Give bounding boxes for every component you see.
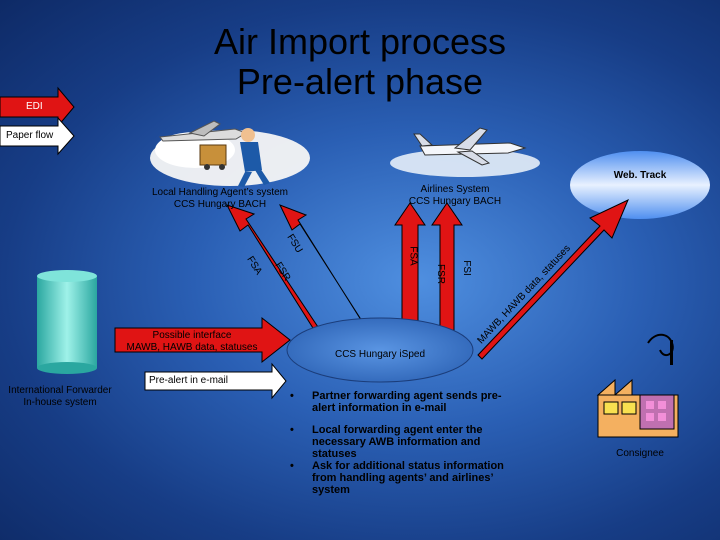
- paper-flow-arrow: [0, 116, 75, 156]
- handling-agent-label: Local Handling Agent’s system CCS Hungar…: [151, 187, 288, 210]
- bullet-item: • Local forwarding agent enter the neces…: [290, 424, 483, 460]
- forwarder-label: International Forwarder In-house system: [8, 385, 112, 408]
- possible-interface-label: Possible interface MAWB, HAWB data, stat…: [126, 330, 258, 353]
- edi-label: EDI: [26, 101, 43, 112]
- slide-title: Air Import process Pre-alert phase: [150, 22, 570, 102]
- possible-interface-arrow: [114, 316, 291, 364]
- isped-label: CCS Hungary iSped: [334, 349, 426, 360]
- bullet-item: • Partner forwarding agent sends pre-ale…: [290, 390, 502, 414]
- fsi-label: FSI: [460, 260, 472, 276]
- handling-clipart: [150, 120, 310, 187]
- bullet-dot: •: [290, 460, 294, 472]
- consignee-label: Consignee: [616, 448, 664, 459]
- airlines-system-label: Airlines System CCS Hungary BACH: [408, 184, 502, 207]
- webtrack-oval: [570, 151, 710, 219]
- pre-alert-email-label: Pre-alert in e-mail: [149, 375, 228, 386]
- paper-flow-label: Paper flow: [6, 130, 54, 141]
- edi-arrow: [0, 86, 75, 128]
- fsa-right-label: FSA: [407, 246, 419, 266]
- consignee-clipart: [596, 333, 679, 438]
- title-line-2: Pre-alert phase: [236, 61, 484, 102]
- title-line-1: Air Import process: [213, 21, 507, 62]
- bullet-item: • Ask for additional status information …: [290, 460, 504, 496]
- webtrack-data-arrow: [477, 198, 629, 360]
- bullet-dot: •: [290, 390, 294, 402]
- webtrack-label: Web. Track: [613, 170, 667, 181]
- pre-alert-email-arrow: [144, 362, 287, 400]
- airliner-clipart: [390, 127, 540, 177]
- bullet-list: • Partner forwarding agent sends pre-ale…: [290, 390, 520, 496]
- forwarder-cylinder: [37, 270, 97, 374]
- isped-oval: [286, 317, 474, 383]
- bullet-dot: •: [290, 424, 294, 436]
- fsr-right-label: FSR: [435, 264, 446, 284]
